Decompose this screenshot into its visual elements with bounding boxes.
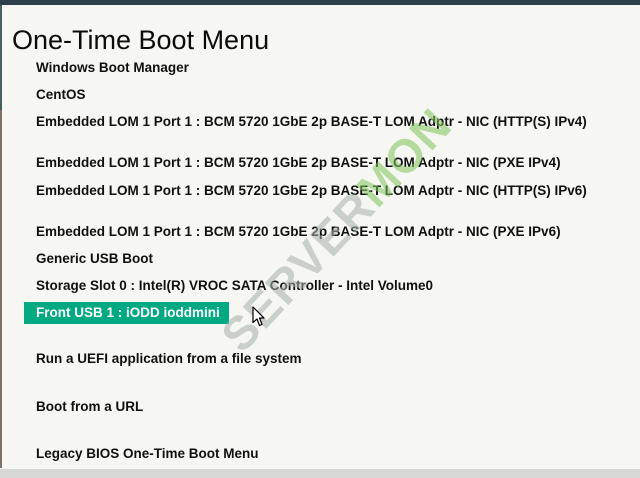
boot-item-generic-usb-boot[interactable]: Generic USB Boot: [36, 251, 154, 266]
boot-item-front-usb-1-selected[interactable]: Front USB 1 : iODD ioddmini: [24, 302, 229, 324]
watermark-text-gray: SERVER: [210, 180, 385, 362]
bottom-strip: [0, 469, 640, 478]
boot-item-nic-pxe-ipv6[interactable]: Embedded LOM 1 Port 1 : BCM 5720 1GbE 2p…: [36, 224, 561, 239]
window-top-bar: [0, 0, 640, 5]
mouse-cursor-icon: [252, 306, 265, 327]
boot-item-legacy-bios-menu[interactable]: Legacy BIOS One-Time Boot Menu: [36, 446, 259, 461]
boot-item-nic-https-ipv4[interactable]: Embedded LOM 1 Port 1 : BCM 5720 1GbE 2p…: [36, 114, 587, 129]
window-left-border: [0, 5, 2, 110]
boot-item-boot-from-url[interactable]: Boot from a URL: [36, 399, 144, 414]
boot-item-nic-https-ipv6[interactable]: Embedded LOM 1 Port 1 : BCM 5720 1GbE 2p…: [36, 183, 587, 198]
boot-item-run-uefi-application[interactable]: Run a UEFI application from a file syste…: [36, 351, 302, 366]
boot-item-centos[interactable]: CentOS: [36, 87, 86, 102]
window-left-border-lower: [0, 110, 2, 468]
boot-item-nic-pxe-ipv4[interactable]: Embedded LOM 1 Port 1 : BCM 5720 1GbE 2p…: [36, 155, 561, 170]
boot-item-windows-boot-manager[interactable]: Windows Boot Manager: [36, 60, 189, 75]
boot-item-storage-slot-0[interactable]: Storage Slot 0 : Intel(R) VROC SATA Cont…: [36, 278, 434, 293]
page-title: One-Time Boot Menu: [12, 25, 270, 56]
